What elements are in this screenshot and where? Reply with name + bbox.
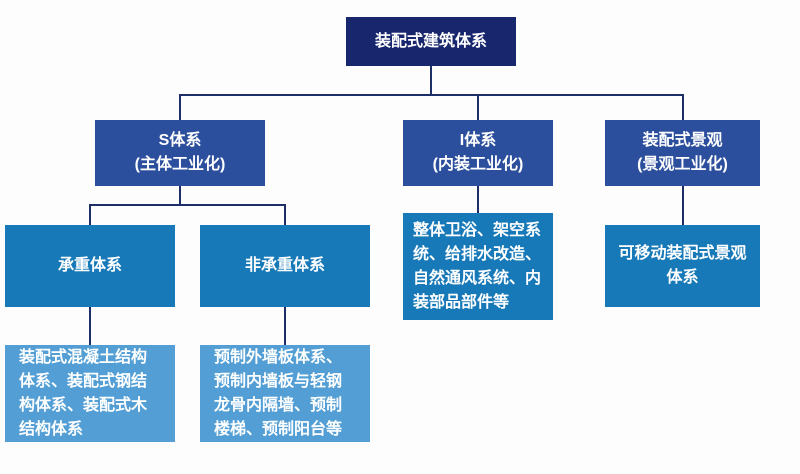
node-root-label: 装配式建筑体系 <box>374 32 487 50</box>
connector-landscape-stem <box>682 186 684 225</box>
connector-drop-non-load-bearing <box>284 204 286 225</box>
connector-non-load-bearing-stem <box>284 307 286 345</box>
node-non-load-bearing-detail: 预制外墙板体系、预制内墙板与轻钢龙骨内隔墙、预制楼梯、预制阳台等 <box>200 345 370 442</box>
node-s-system-label: S体系 <box>158 132 202 149</box>
connector-drop-landscape <box>682 94 684 120</box>
node-non-load-bearing: 非承重体系 <box>200 225 370 307</box>
connector-load-bearing-stem <box>89 307 91 345</box>
node-load-bearing: 承重体系 <box>5 225 175 307</box>
connector-s-rail <box>89 204 286 206</box>
connector-drop-load-bearing <box>89 204 91 225</box>
node-load-bearing-detail: 装配式混凝土结构体系、装配式钢结构体系、装配式木结构体系 <box>5 345 175 442</box>
connector-drop-s-system <box>179 94 181 120</box>
node-s-system: S体系 (主体工业化) <box>95 120 265 186</box>
connector-i-stem <box>477 186 479 213</box>
node-i-system-detail: 整体卫浴、架空系统、给排水改造、自然通风系统、内装部品部件等 <box>403 213 553 320</box>
node-load-bearing-detail-text: 装配式混凝土结构体系、装配式钢结构体系、装配式木结构体系 <box>19 348 148 438</box>
node-landscape-detail-text: 可移动装配式景观体系 <box>618 245 747 286</box>
node-s-system-sublabel: (主体工业化) <box>134 156 226 173</box>
node-i-system-label: I体系 <box>459 132 497 149</box>
connector-drop-i-system <box>477 94 479 120</box>
node-i-system: I体系 (内装工业化) <box>403 120 553 186</box>
node-load-bearing-label: 承重体系 <box>57 257 122 274</box>
node-landscape-label: 装配式景观 <box>642 132 723 149</box>
node-non-load-bearing-label: 非承重体系 <box>244 257 325 274</box>
connector-top-rail <box>179 94 684 96</box>
node-non-load-bearing-detail-text: 预制外墙板体系、预制内墙板与轻钢龙骨内隔墙、预制楼梯、预制阳台等 <box>214 348 343 438</box>
node-i-system-detail-text: 整体卫浴、架空系统、给排水改造、自然通风系统、内装部品部件等 <box>413 221 542 311</box>
node-landscape: 装配式景观 (景观工业化) <box>605 120 760 186</box>
connector-s-stem <box>179 186 181 205</box>
node-root: 装配式建筑体系 <box>346 17 516 66</box>
node-landscape-sublabel: (景观工业化) <box>637 156 728 173</box>
node-landscape-detail: 可移动装配式景观体系 <box>605 225 760 307</box>
connector-root-stem <box>430 66 432 95</box>
node-i-system-sublabel: (内装工业化) <box>432 156 524 173</box>
